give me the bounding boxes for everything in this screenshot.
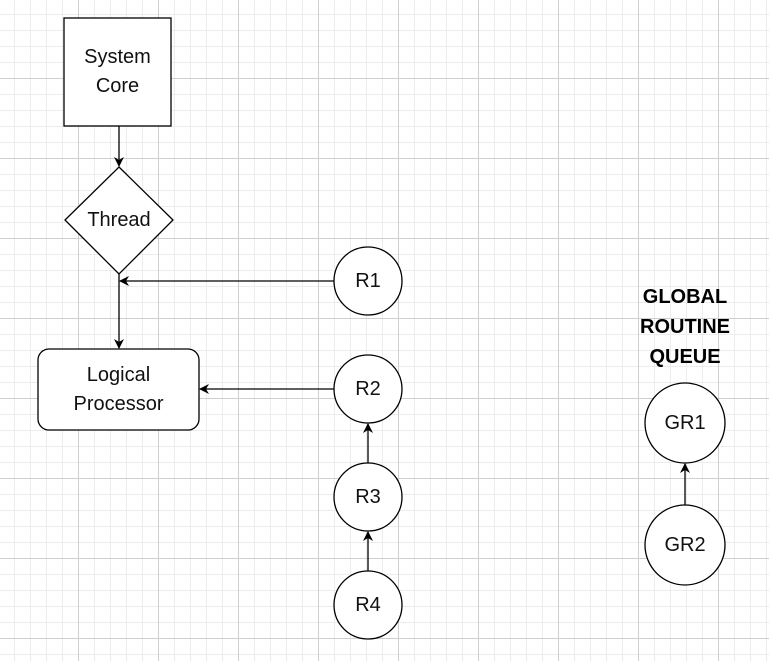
global-routine-queue-title: GLOBAL ROUTINE QUEUE bbox=[640, 286, 730, 368]
thread-shape[interactable] bbox=[64, 166, 174, 275]
logical-processor-shape[interactable] bbox=[37, 348, 200, 431]
r1-shape[interactable] bbox=[333, 246, 403, 316]
gr1-shape[interactable] bbox=[644, 382, 726, 464]
r2-shape[interactable] bbox=[333, 354, 403, 424]
r4-shape[interactable] bbox=[333, 570, 403, 640]
gr2-shape[interactable] bbox=[644, 504, 726, 586]
system-core-shape[interactable] bbox=[63, 17, 172, 127]
r3-shape[interactable] bbox=[333, 462, 403, 532]
